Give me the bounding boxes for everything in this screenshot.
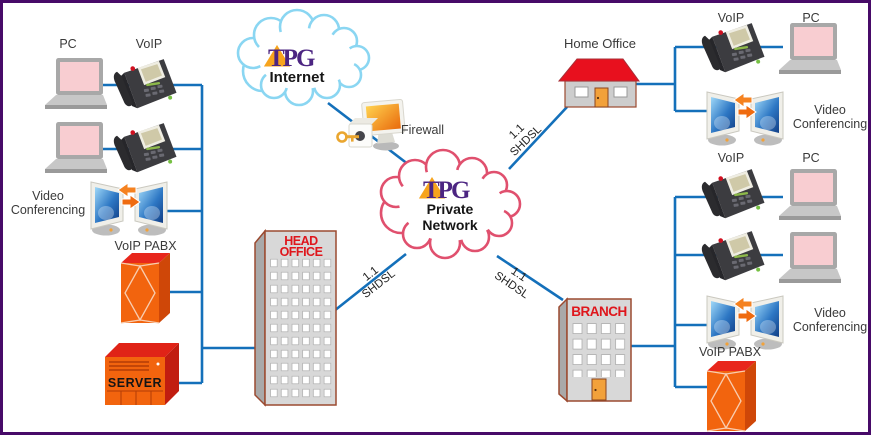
video-conferencing-label: Video Conferencing bbox=[5, 189, 91, 218]
head-office-label-line2: OFFICE bbox=[280, 245, 323, 259]
video-label-line2: Conferencing bbox=[792, 320, 868, 335]
laptop-icon bbox=[779, 23, 841, 74]
ip-phone-icon bbox=[701, 230, 765, 283]
branch-building: BRANCH bbox=[558, 297, 632, 403]
private-network-cloud-label: Private Network bbox=[405, 201, 495, 233]
video-conferencing-label: Video Conferencing bbox=[791, 306, 868, 335]
tpg-logo: TPG bbox=[417, 175, 472, 201]
video-conferencing-icon bbox=[90, 181, 168, 236]
head-office-building: HEAD OFFICE bbox=[254, 228, 337, 407]
laptop-icon bbox=[779, 169, 841, 220]
firewall-label: Firewall bbox=[401, 123, 445, 137]
video-label-line1: Video bbox=[32, 189, 64, 203]
tpg-logo-text: TPG bbox=[423, 177, 470, 201]
voip-label: VoIP bbox=[717, 151, 745, 165]
firewall-icon bbox=[336, 98, 406, 151]
pc-label: PC bbox=[59, 37, 77, 51]
ip-phone-icon bbox=[701, 168, 765, 221]
video-conferencing-icon bbox=[706, 91, 784, 146]
tpg-logo-text: TPG bbox=[268, 45, 315, 69]
video-conferencing-icon bbox=[706, 295, 784, 350]
home-office-house bbox=[557, 58, 640, 108]
pc-label: PC bbox=[802, 151, 820, 165]
private-label-line2: Network bbox=[422, 217, 478, 234]
voip-pabx-label: VoIP PABX bbox=[114, 239, 177, 253]
ip-phone-icon bbox=[701, 22, 765, 75]
server-icon: SERVER bbox=[105, 343, 179, 405]
diagram-artwork: HEAD OFFICE BRANCH bbox=[45, 8, 841, 432]
head-office-label-line1: HEAD bbox=[284, 234, 318, 248]
laptop-icon bbox=[779, 232, 841, 283]
branch-label: BRANCH bbox=[571, 304, 627, 319]
voip-pabx-icon bbox=[706, 360, 757, 432]
video-label-line2: Conferencing bbox=[792, 117, 868, 132]
voip-pabx-label: VoIP PABX bbox=[698, 345, 762, 359]
video-label-line1: Video bbox=[814, 103, 846, 117]
laptop-icon bbox=[45, 58, 107, 109]
video-conferencing-label: Video Conferencing bbox=[791, 103, 868, 132]
voip-label: VoIP bbox=[135, 37, 163, 51]
voip-pabx-icon bbox=[120, 252, 171, 324]
private-network-cloud bbox=[379, 148, 522, 260]
ip-phone-icon bbox=[113, 122, 177, 175]
video-label-line1: Video bbox=[814, 306, 846, 320]
voip-label: VoIP bbox=[717, 11, 745, 25]
ip-phone-icon bbox=[113, 58, 177, 111]
server-label: SERVER bbox=[108, 376, 162, 390]
private-label-line1: Private bbox=[426, 201, 474, 217]
video-label-line2: Conferencing bbox=[10, 203, 86, 218]
tpg-logo: TPG bbox=[262, 43, 317, 69]
home-office-label: Home Office bbox=[563, 36, 636, 51]
internet-cloud-label: Internet bbox=[269, 69, 325, 86]
laptop-icon bbox=[45, 122, 107, 173]
internet-cloud bbox=[236, 8, 371, 107]
pc-label: PC bbox=[802, 11, 820, 25]
